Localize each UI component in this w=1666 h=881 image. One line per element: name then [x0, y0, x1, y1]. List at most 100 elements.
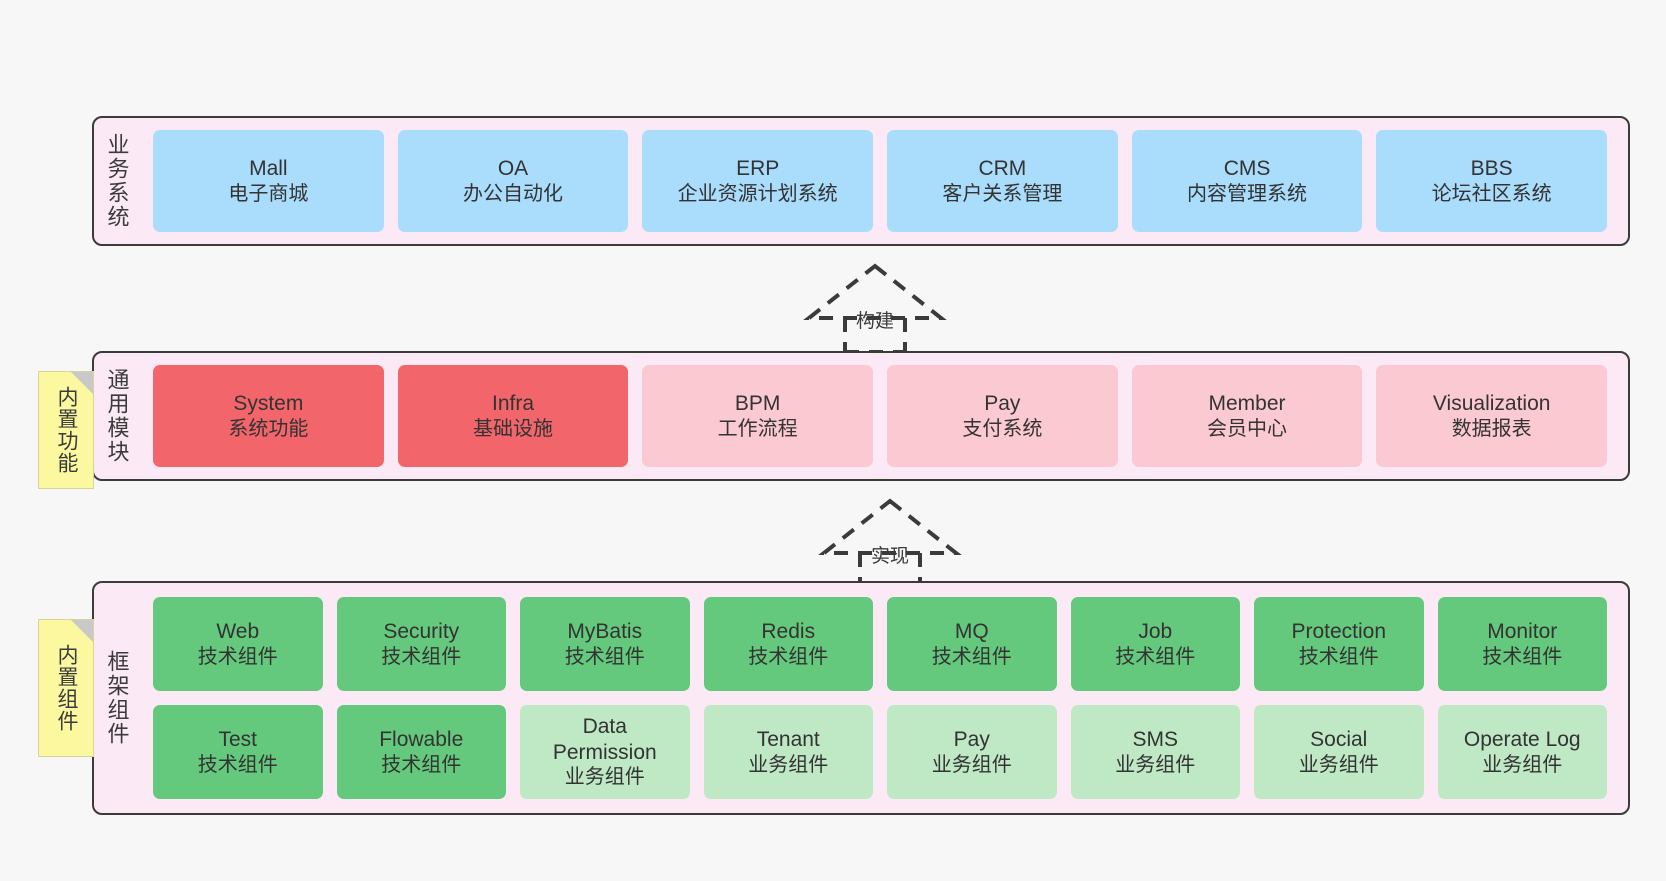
module-box-system-cn: 系统功能 — [228, 417, 309, 440]
framework-box-mq[interactable]: MQ 技术组件 — [887, 597, 1057, 691]
framework-box-sms-en: SMS — [1132, 728, 1178, 751]
note-builtin-components: 内置组件 — [38, 619, 94, 757]
module-box-visualization[interactable]: Visualization 数据报表 — [1376, 365, 1608, 467]
note-builtin-features: 内置功能 — [38, 371, 94, 489]
framework-box-monitor-cn: 技术组件 — [1482, 645, 1563, 668]
framework-box-security[interactable]: Security 技术组件 — [336, 597, 506, 691]
connector-build: 构建 — [800, 262, 950, 354]
business-box-oa-cn: 办公自动化 — [463, 182, 563, 205]
layer-business-systems: 业务系统 Mall 电子商城 OA 办公自动化 ERP 企业资源计划系统 CRM… — [92, 116, 1630, 246]
framework-box-flowable-cn: 技术组件 — [381, 753, 462, 776]
layer-general-modules-title: 通用模块 — [104, 368, 130, 464]
module-box-pay-cn: 支付系统 — [962, 417, 1043, 440]
business-box-erp-en: ERP — [736, 157, 780, 180]
framework-box-mq-cn: 技术组件 — [931, 645, 1012, 668]
note-fold-corner-icon — [71, 620, 93, 642]
framework-box-security-en: Security — [383, 620, 460, 643]
business-box-erp-cn: 企业资源计划系统 — [677, 182, 838, 205]
framework-column: Protection 技术组件 Social 业务组件 — [1247, 597, 1431, 799]
module-box-member[interactable]: Member 会员中心 — [1131, 365, 1363, 467]
framework-box-social-en: Social — [1310, 728, 1368, 751]
framework-column: Job 技术组件 SMS 业务组件 — [1064, 597, 1248, 799]
framework-column: Monitor 技术组件 Operate Log 业务组件 — [1431, 597, 1615, 799]
framework-column: Redis 技术组件 Tenant 业务组件 — [697, 597, 881, 799]
framework-box-security-cn: 技术组件 — [381, 645, 462, 668]
module-box-infra[interactable]: Infra 基础设施 — [397, 365, 629, 467]
framework-box-protection-en: Protection — [1291, 620, 1387, 643]
business-box-cms[interactable]: CMS 内容管理系统 — [1131, 130, 1363, 232]
framework-column: Security 技术组件 Flowable 技术组件 — [330, 597, 514, 799]
business-box-bbs[interactable]: BBS 论坛社区系统 — [1376, 130, 1608, 232]
module-box-visualization-cn: 数据报表 — [1451, 417, 1532, 440]
framework-box-job-cn: 技术组件 — [1115, 645, 1196, 668]
layer-business-systems-title: 业务系统 — [104, 133, 130, 229]
module-box-infra-en: Infra — [491, 392, 535, 415]
framework-box-tenant-en: Tenant — [756, 728, 820, 751]
connector-implement-label: 实现 — [870, 545, 909, 567]
layer-framework-components-title: 框架组件 — [104, 650, 130, 746]
framework-box-monitor-en: Monitor — [1487, 620, 1558, 643]
framework-box-flowable[interactable]: Flowable 技术组件 — [336, 705, 506, 799]
module-box-member-cn: 会员中心 — [1207, 417, 1288, 440]
module-box-system[interactable]: System 系统功能 — [153, 365, 384, 467]
module-box-pay[interactable]: Pay 支付系统 — [887, 365, 1118, 467]
framework-box-social-cn: 业务组件 — [1298, 753, 1379, 776]
framework-box-protection[interactable]: Protection 技术组件 — [1254, 597, 1424, 691]
layer-general-modules: 通用模块 System 系统功能 Infra 基础设施 BPM 工作流程 Pay… — [92, 351, 1630, 481]
framework-box-test-en: Test — [218, 728, 257, 751]
module-box-bpm-cn: 工作流程 — [717, 417, 798, 440]
business-systems-row: Mall 电子商城 OA 办公自动化 ERP 企业资源计划系统 CRM 客户关系… — [146, 130, 1614, 232]
business-box-crm-cn: 客户关系管理 — [942, 182, 1063, 205]
framework-box-redis-cn: 技术组件 — [748, 645, 829, 668]
business-box-cms-cn: 内容管理系统 — [1187, 182, 1308, 205]
framework-box-tenant[interactable]: Tenant 业务组件 — [703, 705, 873, 799]
business-box-oa-en: OA — [497, 157, 529, 180]
framework-box-operate-log-en: Operate Log — [1463, 728, 1581, 751]
framework-box-test[interactable]: Test 技术组件 — [153, 705, 323, 799]
module-box-member-en: Member — [1208, 392, 1286, 415]
business-box-erp[interactable]: ERP 企业资源计划系统 — [642, 130, 874, 232]
framework-box-web[interactable]: Web 技术组件 — [153, 597, 323, 691]
framework-box-mybatis-cn: 技术组件 — [564, 645, 645, 668]
connector-implement-arrow-icon — [818, 498, 962, 589]
module-box-visualization-en: Visualization — [1432, 392, 1551, 415]
framework-box-test-cn: 技术组件 — [197, 753, 278, 776]
business-box-bbs-cn: 论坛社区系统 — [1431, 182, 1552, 205]
framework-box-job[interactable]: Job 技术组件 — [1070, 597, 1240, 691]
framework-box-data-permission[interactable]: Data Permission 业务组件 — [520, 705, 690, 799]
business-box-bbs-en: BBS — [1470, 157, 1513, 180]
framework-box-sms[interactable]: SMS 业务组件 — [1070, 705, 1240, 799]
note-fold-corner-icon — [71, 372, 93, 394]
framework-box-mybatis[interactable]: MyBatis 技术组件 — [520, 597, 690, 691]
framework-box-protection-cn: 技术组件 — [1298, 645, 1379, 668]
module-box-infra-cn: 基础设施 — [473, 417, 553, 440]
framework-box-redis[interactable]: Redis 技术组件 — [703, 597, 873, 691]
module-box-system-en: System — [233, 392, 304, 415]
framework-box-flowable-en: Flowable — [379, 728, 464, 751]
business-box-mall-en: Mall — [249, 157, 288, 180]
business-box-crm-en: CRM — [978, 157, 1027, 180]
module-box-bpm-en: BPM — [734, 392, 781, 415]
framework-box-pay-en: Pay — [953, 728, 990, 751]
business-box-cms-en: CMS — [1223, 157, 1271, 180]
framework-box-monitor[interactable]: Monitor 技术组件 — [1437, 597, 1607, 691]
connector-implement: 实现 — [815, 497, 965, 589]
framework-box-redis-en: Redis — [761, 620, 816, 643]
framework-box-operate-log[interactable]: Operate Log 业务组件 — [1437, 705, 1607, 799]
framework-box-pay[interactable]: Pay 业务组件 — [887, 705, 1057, 799]
business-box-crm[interactable]: CRM 客户关系管理 — [887, 130, 1118, 232]
framework-box-social[interactable]: Social 业务组件 — [1254, 705, 1424, 799]
module-box-pay-en: Pay — [984, 392, 1021, 415]
business-box-mall[interactable]: Mall 电子商城 — [153, 130, 384, 232]
framework-box-tenant-cn: 业务组件 — [748, 753, 829, 776]
general-modules-row: System 系统功能 Infra 基础设施 BPM 工作流程 Pay 支付系统… — [146, 365, 1614, 467]
connector-build-arrow-icon — [803, 263, 947, 354]
business-box-oa[interactable]: OA 办公自动化 — [397, 130, 629, 232]
layer-framework-components: 框架组件 Web 技术组件 Test 技术组件 Security 技术组件 — [92, 581, 1630, 815]
framework-box-mybatis-en: MyBatis — [567, 620, 643, 643]
module-box-bpm[interactable]: BPM 工作流程 — [642, 365, 874, 467]
framework-box-web-cn: 技术组件 — [197, 645, 278, 668]
note-builtin-components-label: 内置组件 — [55, 644, 79, 732]
framework-box-data-permission-en: Data Permission — [552, 715, 657, 764]
